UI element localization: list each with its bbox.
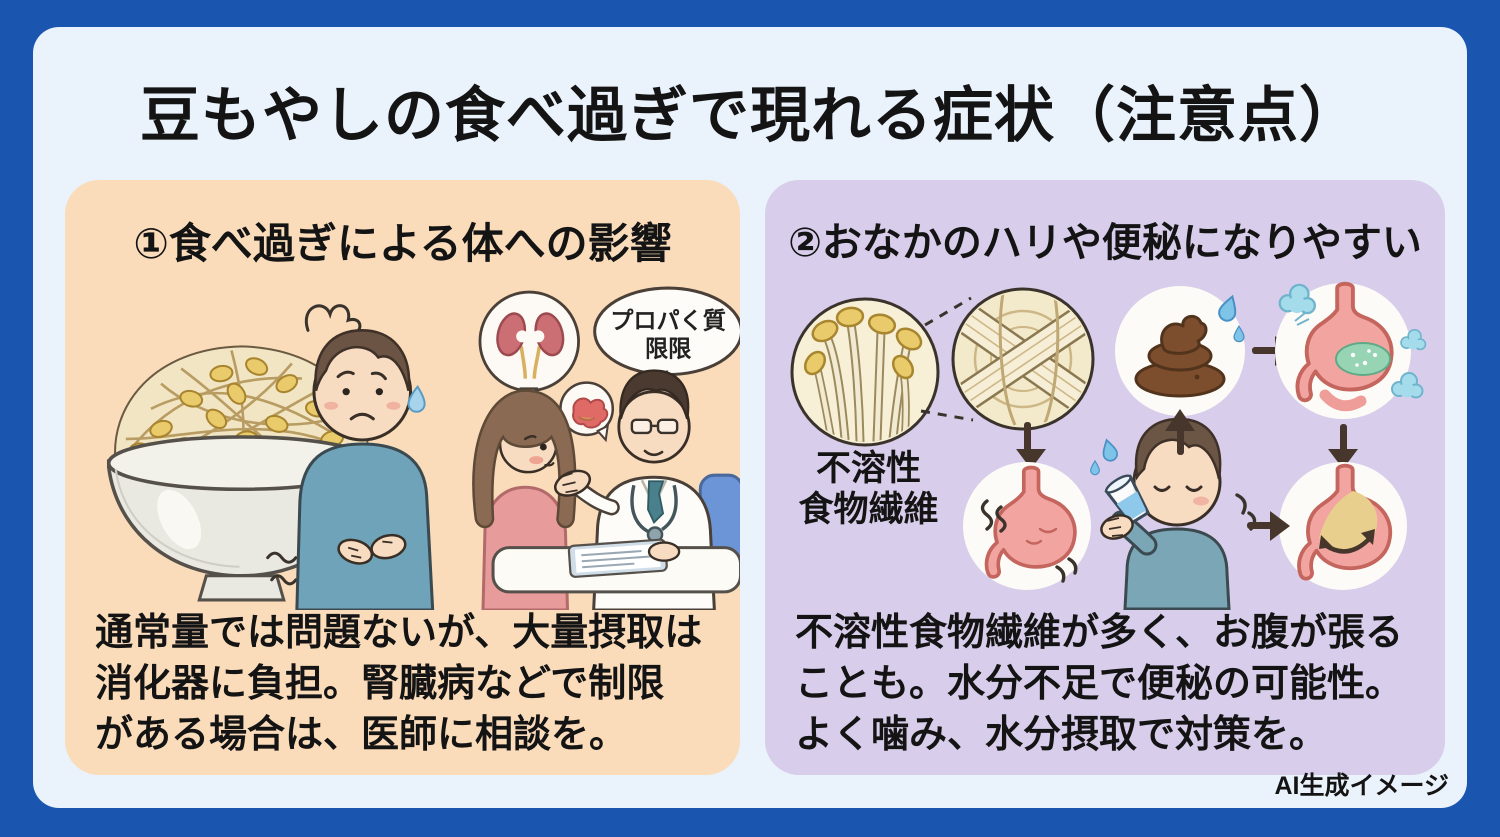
flow-arrow-right-2-icon (1247, 511, 1290, 541)
speech-bubble-icon: プロパく質 限限 (593, 286, 740, 398)
panel1-body-line2: 消化器に負担。腎臓病などで制限 (95, 663, 665, 706)
panel2-body-line3: よく噛み、水分摂取で対策を。 (795, 714, 1328, 757)
organ-bubble-icon (559, 381, 615, 443)
panel-overeating-effects: ①食べ過ぎによる体への影響 (65, 180, 740, 775)
boy-drinking-water-icon (1090, 417, 1257, 610)
flow-arrow-down-1-icon (1016, 422, 1046, 469)
panel2-body-text: 不溶性食物繊維が多く、お腹が張る ことも。水分不足で便秘の可能性。 よく噛み、水… (795, 608, 1429, 761)
panel1-body-line3: がある場合は、医師に相談を。 (95, 714, 628, 757)
clipboard-icon (567, 538, 668, 578)
speech-bubble-text-line1: プロパく質 (610, 307, 726, 333)
speech-bubble-text-line2: 限限 (645, 335, 692, 361)
page-title: 豆もやしの食べ過ぎで現れる症状（注意点） (140, 82, 1360, 149)
necktie-icon (647, 480, 665, 525)
doctor-consultation-scene: プロパく質 限限 (106, 286, 740, 610)
poop-icon (1115, 286, 1245, 416)
fiber-flow-diagram (790, 281, 1427, 610)
magnify-dash-lines (920, 296, 974, 422)
fiber-label-line2: 食物繊維 (798, 490, 939, 530)
doctor-icon (491, 369, 740, 610)
infographic-card: 豆もやしの食べ過ぎで現れる症状（注意点） ①食べ過ぎによる体への影響 (33, 27, 1467, 808)
flow-arrow-down-2-icon (1328, 424, 1358, 469)
bloated-stomach-icon (963, 462, 1091, 590)
panel2-body-line2: ことも。水分不足で便秘の可能性。 (795, 663, 1404, 706)
relieved-stomach-icon (1279, 462, 1407, 590)
panel1-body-line1: 通常量では問題ないが、大量摂取は (95, 612, 703, 655)
sprouts-circle-icon (790, 297, 940, 447)
gas-stomach-icon (1275, 281, 1427, 419)
panel1-illustration: プロパく質 限限 (65, 278, 740, 610)
flow-arrow-up-icon (1165, 409, 1195, 455)
panel-bloating-constipation: ②おなかのハリや便秘になりやすい (765, 180, 1445, 775)
kidneys-icon (478, 290, 580, 411)
panel2-heading: ②おなかのハリや便秘になりやすい (788, 221, 1422, 265)
fiber-label-line1: 不溶性 (815, 449, 921, 488)
panel2-illustration (765, 278, 1445, 610)
fiber-circle-icon (951, 287, 1095, 431)
panel1-heading: ①食べ過ぎによる体への影響 (133, 220, 672, 267)
frustration-scribble-icon (304, 304, 362, 336)
worried-man-icon (266, 304, 435, 610)
panel1-body-text: 通常量では問題ないが、大量摂取は 消化器に負担。腎臓病などで制限 がある場合は、… (95, 608, 724, 761)
fiber-label: 不溶性 食物繊維 (771, 448, 966, 531)
water-glass-icon (1104, 474, 1151, 526)
panel2-body-line1: 不溶性食物繊維が多く、お腹が張る (795, 612, 1404, 655)
ai-generated-note: AI生成イメージ (1274, 772, 1449, 800)
